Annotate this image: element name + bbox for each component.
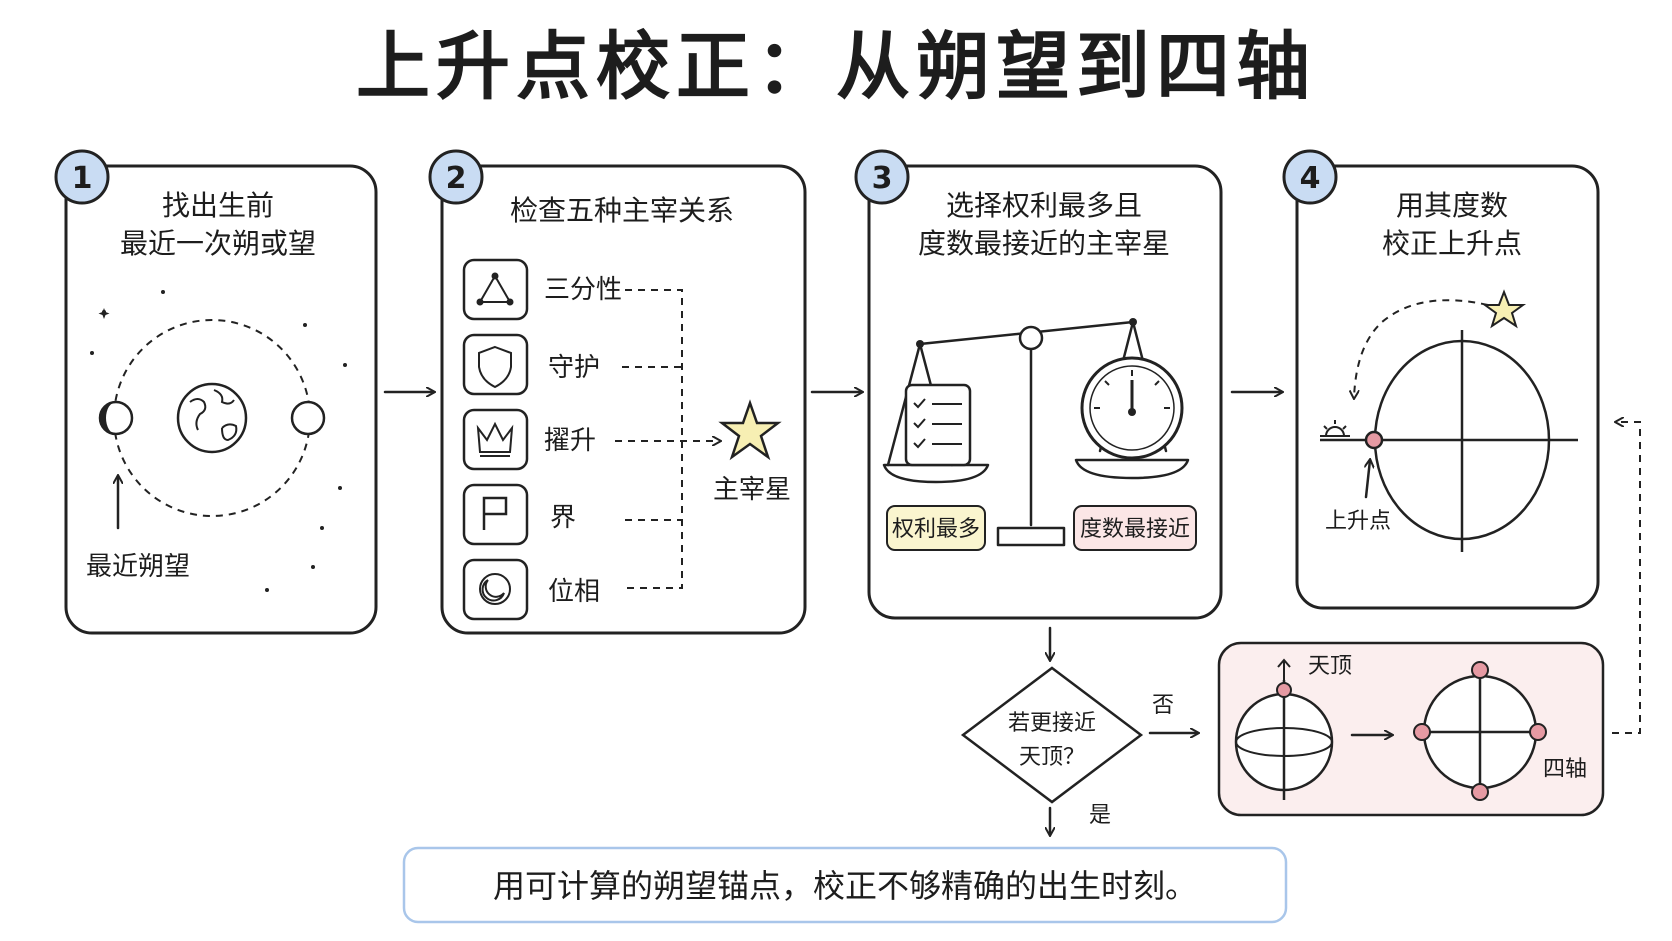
- ascendant-label: 上升点: [1325, 509, 1391, 534]
- step-3-title-line2: 度数最接近的主宰星: [918, 227, 1170, 260]
- relation-label-term: 界: [550, 503, 576, 533]
- step-4-title-line2: 校正上升点: [1382, 227, 1522, 260]
- four-axes-box: 天顶 四轴: [1217, 641, 1605, 817]
- step-2-badge: [428, 149, 484, 205]
- recent-syzygy-label: 最近朔望: [86, 552, 190, 582]
- step-2-panel: 2 检查五种主宰关系 三分性 守护 擢升 界: [428, 149, 807, 635]
- closest-degree-label: 度数最接近: [1080, 517, 1190, 542]
- new-moon-icon: [98, 400, 134, 436]
- step-3-panel: 3 选择权利最多且 度数最接近的主宰星: [854, 149, 1223, 620]
- relation-connectors: [615, 289, 720, 589]
- step-4-panel: 4 用其度数 校正上升点 上升点: [1282, 149, 1600, 610]
- decision-line1: 若更接近: [1008, 711, 1096, 736]
- step-3-badge: [854, 149, 910, 205]
- relation-row-domicile: 守护: [462, 333, 600, 396]
- gauge-icon: [1080, 356, 1184, 460]
- relation-row-exaltation: 擢升: [462, 408, 596, 471]
- step-1-badge: [54, 149, 110, 205]
- chart-wheel-icon: [1320, 330, 1578, 552]
- sparkle-icon: [90, 290, 347, 592]
- four-axes-wheel-icon: [1413, 661, 1547, 801]
- step-4-title-line1: 用其度数: [1396, 189, 1508, 222]
- shield-icon: [478, 345, 512, 389]
- step-3-number: 3: [872, 161, 893, 196]
- step-1-title-line1: 找出生前: [162, 189, 274, 222]
- full-moon-icon: [290, 400, 326, 436]
- relation-label-exaltation: 擢升: [544, 426, 596, 456]
- summary-text: 用可计算的朔望锚点，校正不够精确的出生时刻。: [493, 867, 1197, 905]
- crown-icon: [476, 421, 514, 457]
- tag-closest-degree: 度数最接近: [1073, 505, 1197, 551]
- ascendant-pointer: [1366, 460, 1370, 499]
- loop-back-arrow: [1612, 422, 1641, 734]
- step-2-number: 2: [446, 161, 467, 196]
- step-1-title-line2: 最近一次朔或望: [120, 227, 316, 260]
- summary-box: 用可计算的朔望锚点，校正不够精确的出生时刻。: [402, 846, 1288, 924]
- flag-icon: [482, 496, 508, 530]
- relation-row-term: 界: [462, 483, 576, 546]
- decision-diamond: 若更接近 天顶？: [960, 666, 1144, 804]
- relation-label-domicile: 守护: [548, 353, 600, 383]
- step-2-title: 检查五种主宰关系: [510, 194, 734, 227]
- earth-icon: [176, 382, 248, 454]
- step-1-panel: 1 找出生前 最近一次朔或望 最近朔望: [54, 149, 378, 635]
- no-label: 否: [1152, 693, 1174, 718]
- ruler-star-small-icon: [1481, 289, 1527, 329]
- ruler-label: 主宰星: [713, 475, 791, 505]
- midheaven-label: 天顶: [1308, 654, 1352, 679]
- balance-scale-icon: [882, 318, 1190, 547]
- step-4-number: 4: [1300, 161, 1321, 196]
- checklist-icon: [904, 383, 972, 467]
- tag-most-dignity: 权利最多: [886, 505, 986, 551]
- decision-line2: 天顶？: [1019, 745, 1085, 770]
- four-axes-label: 四轴: [1543, 757, 1587, 782]
- relation-label-phase: 位相: [548, 577, 600, 607]
- ascendant-point: [1364, 430, 1384, 450]
- yes-label: 是: [1089, 803, 1111, 828]
- globe-icon: [1234, 658, 1334, 800]
- triangle-icon: [476, 272, 514, 306]
- moon-phase-icon: [479, 573, 511, 605]
- step-3-title-line1: 选择权利最多且: [946, 189, 1142, 222]
- ruler-star-icon: [718, 399, 782, 461]
- most-dignity-label: 权利最多: [892, 517, 980, 542]
- relation-row-phase: 位相: [462, 558, 600, 621]
- page-title: 上升点校正：从朔望到四轴: [356, 24, 1316, 110]
- step-1-number: 1: [72, 161, 93, 196]
- relation-label-trine: 三分性: [544, 275, 622, 305]
- sunrise-icon: [1320, 420, 1350, 437]
- step-4-badge: [1282, 149, 1338, 205]
- relation-row-trine: 三分性: [462, 258, 622, 321]
